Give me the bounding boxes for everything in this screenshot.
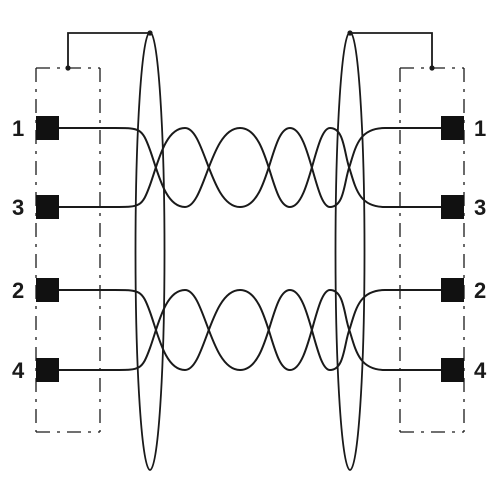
right-pin-label: 2 (474, 278, 486, 303)
left-cable-shield-icon (134, 31, 166, 471)
wire-pin-2 (58, 288, 442, 372)
wire-pin-4 (58, 288, 442, 372)
right-terminal-2 (441, 278, 464, 302)
right-terminal-1 (441, 116, 464, 140)
right-drain-junction-dot (429, 65, 435, 71)
wire-pin-1 (58, 126, 442, 209)
right-terminals (441, 116, 464, 382)
right-cable-shield-icon (334, 31, 366, 471)
shield-drain-wire-icon (67, 32, 433, 68)
wire-pin-3 (58, 126, 442, 209)
left-pin-labels: 1 3 2 4 (12, 116, 25, 383)
right-terminal-3 (441, 195, 464, 219)
left-terminal-4 (36, 358, 59, 382)
twisted-pair-1-3 (58, 126, 442, 209)
right-pin-label: 1 (474, 116, 486, 141)
left-terminals (36, 116, 59, 382)
twisted-pair-2-4 (58, 288, 442, 372)
left-terminal-2 (36, 278, 59, 302)
left-terminal-1 (36, 116, 59, 140)
left-pin-label: 3 (12, 195, 24, 220)
right-pin-labels: 1 3 2 4 (474, 116, 487, 383)
left-drain-junction-dot (65, 65, 71, 71)
right-terminal-4 (441, 358, 464, 382)
right-pin-label: 4 (474, 358, 487, 383)
right-pin-label: 3 (474, 195, 486, 220)
left-pin-label: 2 (12, 278, 24, 303)
left-pin-label: 4 (12, 358, 25, 383)
left-pin-label: 1 (12, 116, 24, 141)
left-terminal-3 (36, 195, 59, 219)
